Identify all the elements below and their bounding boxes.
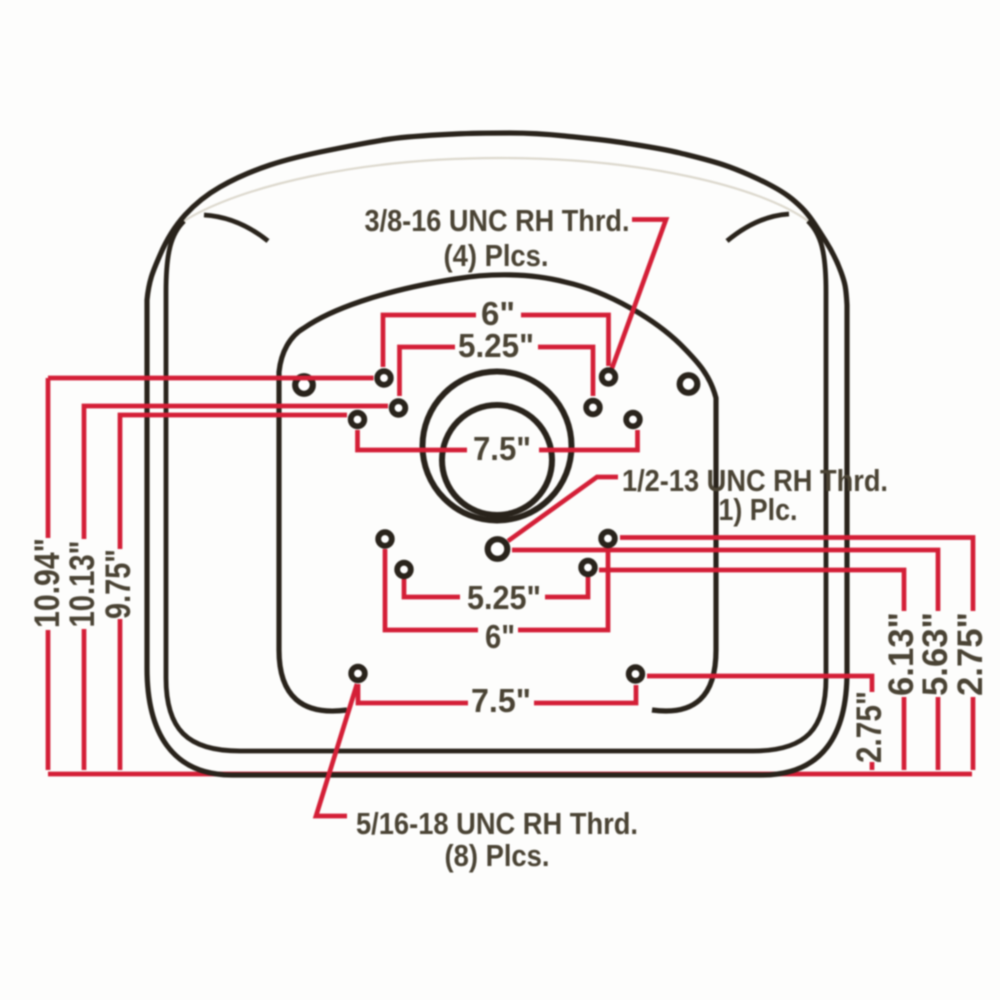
svg-text:5.63": 5.63"	[916, 612, 955, 696]
svg-text:7.5": 7.5"	[471, 682, 531, 719]
svg-text:5/16-18 UNC RH Thrd.: 5/16-18 UNC RH Thrd.	[356, 806, 638, 841]
svg-text:9.75": 9.75"	[99, 549, 138, 619]
svg-text:2.75": 2.75"	[951, 612, 990, 696]
svg-text:6.13": 6.13"	[882, 612, 921, 696]
svg-text:5.25": 5.25"	[458, 327, 534, 364]
svg-text:10.94": 10.94"	[28, 538, 67, 628]
svg-text:1) Plc.: 1) Plc.	[719, 492, 798, 527]
svg-text:7.5": 7.5"	[473, 430, 531, 467]
svg-text:6": 6"	[481, 295, 515, 332]
svg-text:3/8-16 UNC RH Thrd.: 3/8-16 UNC RH Thrd.	[365, 203, 630, 238]
svg-text:5.25": 5.25"	[467, 579, 541, 616]
svg-text:(4) Plcs.: (4) Plcs.	[444, 238, 549, 273]
svg-text:6": 6"	[485, 618, 515, 655]
svg-text:1/2-13 UNC RH Thrd.: 1/2-13 UNC RH Thrd.	[622, 463, 888, 498]
svg-text:(8) Plcs.: (8) Plcs.	[445, 838, 550, 873]
svg-text:10.13": 10.13"	[63, 541, 102, 628]
svg-text:2.75": 2.75"	[850, 691, 889, 763]
